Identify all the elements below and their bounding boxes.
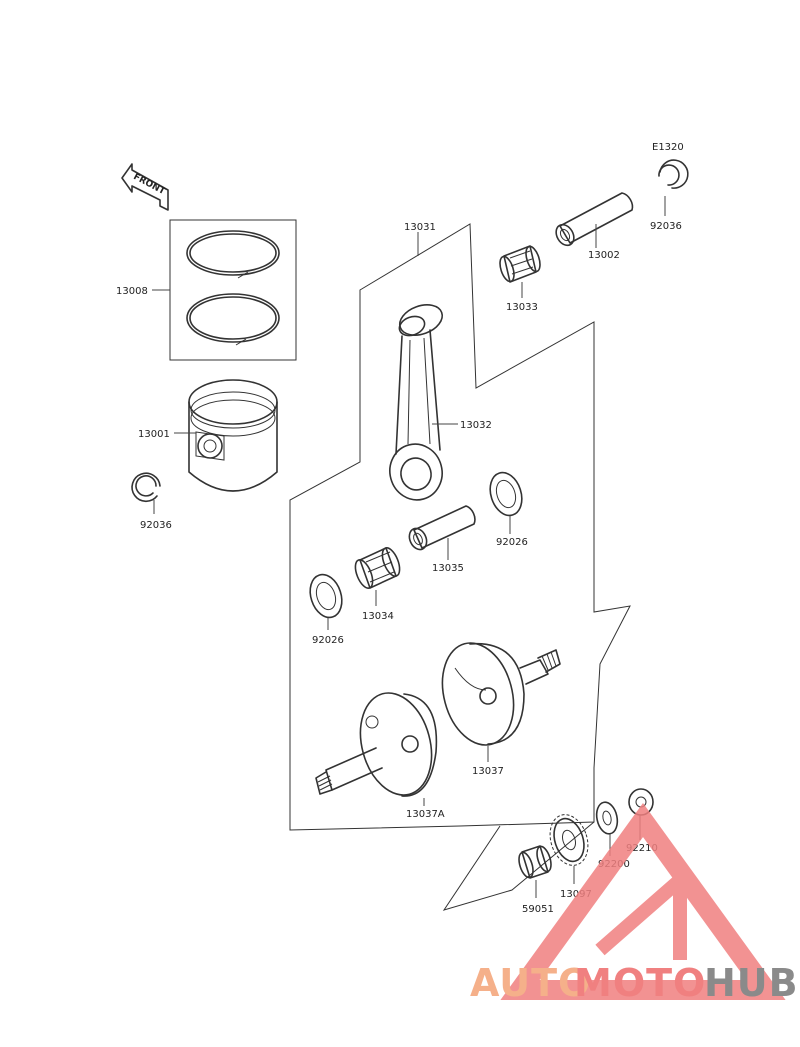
label-13097[interactable]: 13097: [560, 889, 592, 900]
label-13034[interactable]: 13034: [362, 611, 394, 622]
needle-bearing[interactable]: [516, 845, 553, 879]
label-13008[interactable]: 13008: [116, 286, 148, 297]
svg-text:MOTO: MOTO: [574, 961, 706, 1005]
label-59051[interactable]: 59051: [522, 904, 554, 915]
label-13033[interactable]: 13033: [506, 302, 538, 313]
watermark-text: AUTO MOTO HUB: [470, 961, 799, 1005]
label-92036-left[interactable]: 92036: [140, 520, 172, 531]
thrust-washer-left[interactable]: [305, 570, 347, 621]
label-13032[interactable]: 13032: [460, 420, 492, 431]
label-92026-left[interactable]: 92026: [312, 635, 344, 646]
svg-text:HUB: HUB: [704, 961, 799, 1005]
label-92210[interactable]: 92210: [626, 843, 658, 854]
washer[interactable]: [594, 800, 620, 835]
svg-text:AUTO: AUTO: [470, 961, 591, 1005]
piston[interactable]: [188, 379, 278, 492]
piston-rings[interactable]: [169, 219, 297, 361]
connecting-rod[interactable]: [384, 299, 449, 505]
label-13001[interactable]: 13001: [138, 429, 170, 440]
front-label: FRONT: [132, 172, 168, 197]
crankshaft-left[interactable]: [315, 685, 442, 803]
watermark-logo: [500, 802, 786, 1000]
circlip-left[interactable]: [131, 472, 161, 503]
lower-frame: [442, 821, 595, 911]
gear[interactable]: [544, 810, 594, 871]
label-13031[interactable]: 13031: [404, 222, 436, 233]
crank-pin[interactable]: [406, 505, 476, 552]
label-13035[interactable]: 13035: [432, 563, 464, 574]
conrod-assembly-frame: [289, 223, 631, 831]
piston-pin[interactable]: [553, 192, 634, 249]
label-92036-top[interactable]: 92036: [650, 221, 682, 232]
label-13002[interactable]: 13002: [588, 250, 620, 261]
crankshaft-right[interactable]: [432, 635, 561, 753]
label-13037a[interactable]: 13037A: [406, 809, 445, 820]
label-92026-right[interactable]: 92026: [496, 537, 528, 548]
circlip-top[interactable]: [658, 159, 689, 189]
needle-bearing-big-end[interactable]: [352, 545, 403, 590]
front-arrow-icon: FRONT: [121, 163, 169, 211]
label-13037[interactable]: 13037: [472, 766, 504, 777]
diagram-code: E1320: [652, 142, 684, 153]
thrust-washer-right[interactable]: [485, 468, 527, 519]
needle-bearing-small-end[interactable]: [497, 245, 542, 283]
